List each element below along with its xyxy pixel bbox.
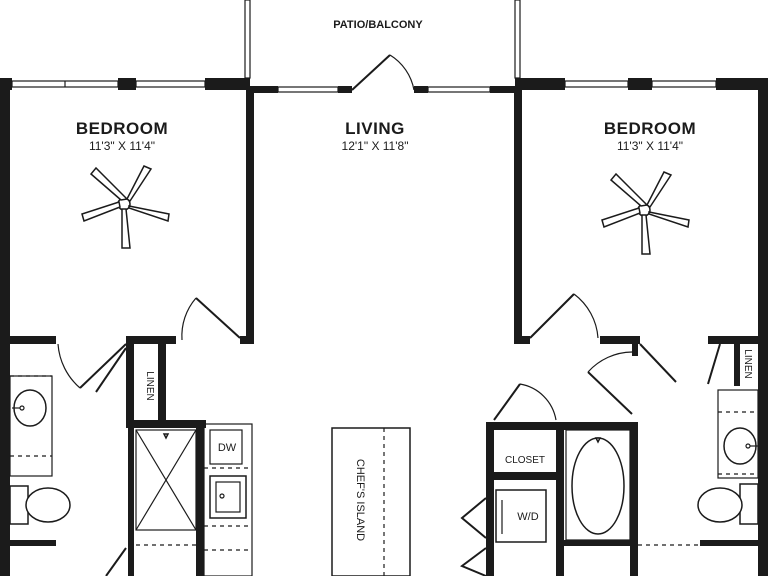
bedroom-left-dimensions: 11'3" X 11'4" [89,139,155,153]
living-dimensions: 12'1" X 11'8" [342,139,409,153]
left-bath [0,375,197,576]
patio-label: PATIO/BALCONY [333,19,423,31]
ceiling-fan-icon [81,165,170,249]
patio-door [351,54,415,91]
wd-label: W/D [517,511,538,523]
bedroom-right-dimensions: 11'3" X 11'4" [617,139,683,153]
shower-icon [135,429,197,531]
windows [11,0,717,93]
bedroom-right-label: BEDROOM [604,119,696,138]
kitchen [203,423,411,576]
chefs-island [331,427,411,576]
exterior-walls [0,78,768,576]
closet-label: CLOSET [505,455,545,466]
bedroom-left-label: BEDROOM [76,119,168,138]
ceiling-fan-icon [601,171,690,255]
dw-label: DW [218,442,237,454]
bathtub-icon [565,429,631,541]
toilet-icon [697,483,759,525]
linen-left-label: LINEN [144,371,155,400]
doors [57,293,721,576]
linen-right-label: LINEN [742,349,753,378]
right-bath [495,389,759,546]
toilet-icon [9,485,71,525]
living-label: LIVING [345,119,405,138]
chefs-island-label: CHEF'S ISLAND [354,459,366,541]
interior-walls [0,86,768,576]
